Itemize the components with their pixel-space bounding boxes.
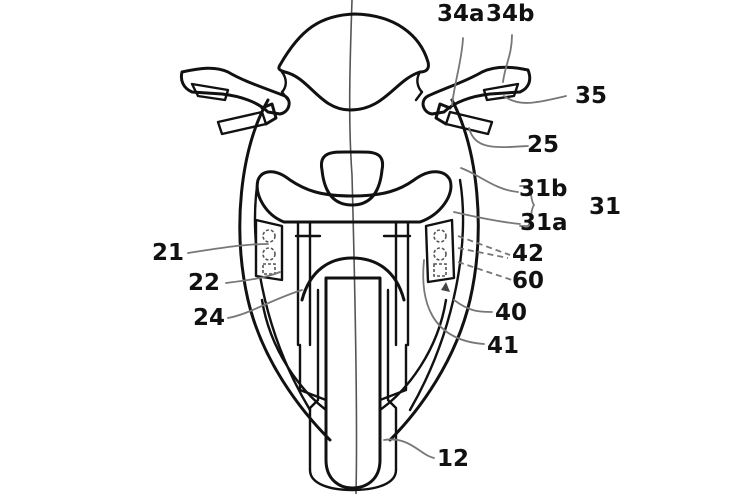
leader-34a [451, 37, 464, 106]
leader-24 [227, 289, 303, 319]
wheel-bottom [308, 468, 398, 492]
cowl-sides [280, 70, 424, 102]
brace-31 [519, 185, 536, 227]
leader-40 [453, 299, 493, 313]
leader-41 [422, 259, 485, 345]
left-mirror [179, 66, 291, 116]
leader-60 [457, 247, 513, 281]
right-handle-mount [434, 102, 452, 126]
ref-label-34a: 34a [437, 1, 485, 27]
fairing-outline [238, 98, 480, 442]
ref-label-31: 31 [589, 194, 622, 220]
ref-label-31b: 31b [519, 176, 568, 202]
right-lamp-led-2 [433, 247, 447, 261]
lower-fairing-edges [260, 298, 448, 412]
left-lamp-led-1 [262, 229, 276, 243]
light-direction-arrow [441, 282, 450, 292]
front-wheel [324, 276, 382, 490]
right-lamp-led-1 [433, 229, 447, 243]
right-mirror [421, 65, 532, 116]
left-lamp-led-3 [262, 263, 276, 275]
left-lamp-led-2 [262, 247, 276, 261]
left-lamp-unit [254, 218, 284, 282]
ref-label-24: 24 [193, 305, 226, 331]
fairing-inner-outline [253, 178, 465, 412]
ref-label-12: 12 [437, 446, 470, 472]
leader-22 [225, 271, 281, 284]
leader-12 [383, 438, 435, 459]
windscreen [277, 12, 430, 112]
ref-label-35: 35 [575, 83, 608, 109]
ref-label-21: 21 [152, 240, 185, 266]
left-mirror-glass [190, 82, 230, 102]
ref-label-60: 60 [512, 268, 545, 294]
leader-42 [457, 235, 511, 256]
leader-31a [453, 211, 521, 225]
center-duct [319, 150, 385, 207]
ref-label-41: 41 [487, 333, 520, 359]
center-line [348, 0, 358, 494]
fork-legs [308, 288, 398, 472]
right-mirror-glass [482, 82, 520, 102]
ref-label-40: 40 [495, 300, 528, 326]
leader-21 [187, 243, 269, 254]
ref-label-22: 22 [188, 270, 221, 296]
upper-cowl [255, 170, 453, 224]
leader-25 [468, 127, 529, 149]
leader-34b [502, 34, 513, 83]
left-handle-mount [260, 102, 278, 126]
right-lamp-led-3 [433, 263, 447, 277]
leader-31b [460, 167, 519, 193]
ref-label-31a: 31a [520, 210, 568, 236]
leader-35 [503, 95, 567, 104]
lower-fork-shields [298, 343, 408, 402]
ref-label-25: 25 [527, 132, 560, 158]
ref-label-34b: 34b [486, 1, 535, 27]
right-lamp-unit [424, 218, 456, 284]
ref-label-42: 42 [512, 241, 545, 267]
front-fender [300, 256, 406, 302]
